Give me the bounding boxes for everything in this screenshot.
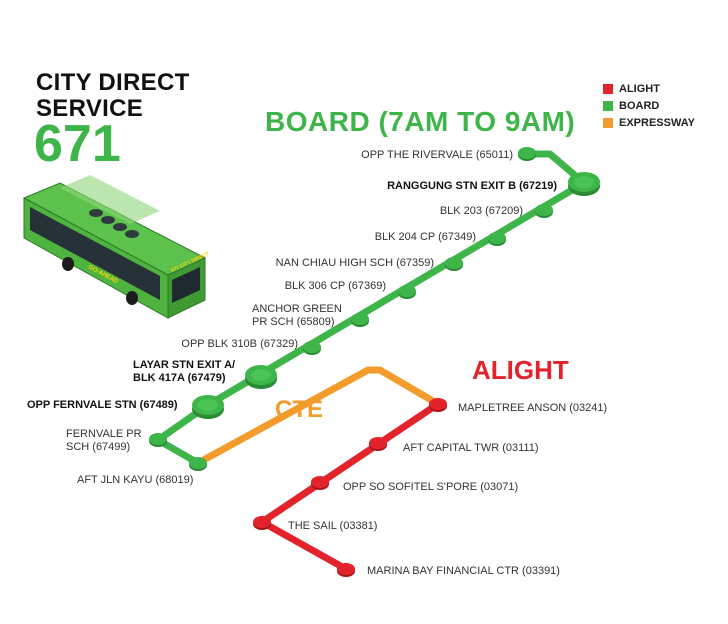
legend-swatch-expressway bbox=[603, 117, 613, 128]
board-stop-markers bbox=[149, 147, 600, 471]
board-section-label: BOARD (7AM TO 9AM) bbox=[265, 106, 576, 137]
stop-marker-mapletree bbox=[429, 398, 447, 412]
stop-label-fernvale-pr-line1: FERNVALE PR bbox=[66, 428, 142, 440]
stop-marker-nanchiau bbox=[445, 257, 463, 271]
stop-label-ranggung: RANGGUNG STN EXIT B (67219) bbox=[387, 180, 557, 192]
stop-marker-blk310b bbox=[303, 341, 321, 355]
expressway-label: CTE bbox=[275, 396, 323, 423]
stop-label-fernvale-pr: FERNVALE PR SCH (67499) bbox=[66, 428, 142, 454]
stop-marker-capitaltwr bbox=[369, 437, 387, 451]
stop-marker-blk204 bbox=[488, 232, 506, 246]
bus-illustration: GO-AHEAD 671 CITY DIRECT bbox=[22, 175, 210, 319]
legend-label-board: BOARD bbox=[619, 99, 660, 112]
route-number: 671 bbox=[34, 115, 121, 173]
title-line-2: SERVICE bbox=[36, 95, 144, 122]
legend-label-alight: ALIGHT bbox=[619, 82, 660, 95]
legend-item-expressway: EXPRESSWAY bbox=[603, 114, 695, 131]
stop-label-layar-line2: BLK 417A (67479) bbox=[133, 372, 226, 384]
stop-label-anchorgreen: ANCHOR GREEN PR SCH (65809) bbox=[252, 303, 342, 329]
stop-label-layar: LAYAR STN EXIT A/ BLK 417A (67479) bbox=[133, 359, 235, 385]
stop-marker-blk203 bbox=[535, 204, 553, 218]
legend-item-board: BOARD bbox=[603, 97, 695, 114]
legend-swatch-board bbox=[603, 100, 613, 111]
stop-label-mbfc: MARINA BAY FINANCIAL CTR (03391) bbox=[367, 565, 560, 577]
stop-marker-fernvale-pr bbox=[149, 433, 167, 447]
alight-stop-markers bbox=[253, 398, 447, 577]
board-line bbox=[154, 150, 588, 467]
stop-marker-riverale bbox=[518, 147, 536, 161]
stop-label-blk310b: OPP BLK 310B (67329) bbox=[181, 338, 298, 350]
stop-label-capitaltwr: AFT CAPITAL TWR (03111) bbox=[403, 442, 539, 454]
stop-label-anchorgreen-line1: ANCHOR GREEN bbox=[252, 303, 342, 315]
stop-label-blk306: BLK 306 CP (67369) bbox=[284, 280, 386, 292]
stop-marker-layar bbox=[245, 365, 277, 389]
stop-label-sofitel: OPP SO SOFITEL S'PORE (03071) bbox=[343, 481, 519, 493]
title-line-1: CITY DIRECT bbox=[36, 69, 190, 96]
legend: ALIGHT BOARD EXPRESSWAY bbox=[603, 80, 695, 131]
stop-label-blk204: BLK 204 CP (67349) bbox=[374, 231, 476, 243]
stop-label-jlnkayu: AFT JLN KAYU (68019) bbox=[77, 474, 194, 486]
stop-label-thesail: THE SAIL (03381) bbox=[288, 520, 378, 532]
stop-label-anchorgreen-line2: PR SCH (65809) bbox=[252, 316, 335, 328]
stop-marker-mbfc bbox=[337, 563, 355, 577]
stop-marker-ranggung bbox=[568, 172, 600, 196]
stop-label-mapletree: MAPLETREE ANSON (03241) bbox=[458, 402, 608, 414]
stop-marker-jlnkayu bbox=[189, 457, 207, 471]
stop-marker-anchorgreen bbox=[351, 313, 369, 327]
stop-label-layar-line1: LAYAR STN EXIT A/ bbox=[133, 359, 236, 371]
legend-swatch-alight bbox=[603, 83, 613, 94]
stop-label-fernvale-stn: OPP FERNVALE STN (67489) bbox=[27, 399, 178, 411]
stop-marker-blk306 bbox=[398, 285, 416, 299]
service-title: CITY DIRECT SERVICE bbox=[36, 70, 190, 122]
stop-marker-thesail bbox=[253, 516, 271, 530]
legend-label-expressway: EXPRESSWAY bbox=[619, 116, 696, 129]
stop-marker-fernvale-stn bbox=[192, 395, 224, 419]
stop-label-fernvale-pr-line2: SCH (67499) bbox=[66, 441, 131, 453]
expressway-line bbox=[194, 366, 442, 467]
legend-item-alight: ALIGHT bbox=[603, 80, 695, 97]
stop-marker-sofitel bbox=[311, 476, 329, 490]
alight-section-label: ALIGHT bbox=[472, 355, 569, 385]
stop-label-nanchiau: NAN CHIAU HIGH SCH (67359) bbox=[275, 257, 434, 269]
stop-label-riverale: OPP THE RIVERVALE (65011) bbox=[361, 149, 513, 161]
stop-label-blk203: BLK 203 (67209) bbox=[439, 205, 523, 217]
